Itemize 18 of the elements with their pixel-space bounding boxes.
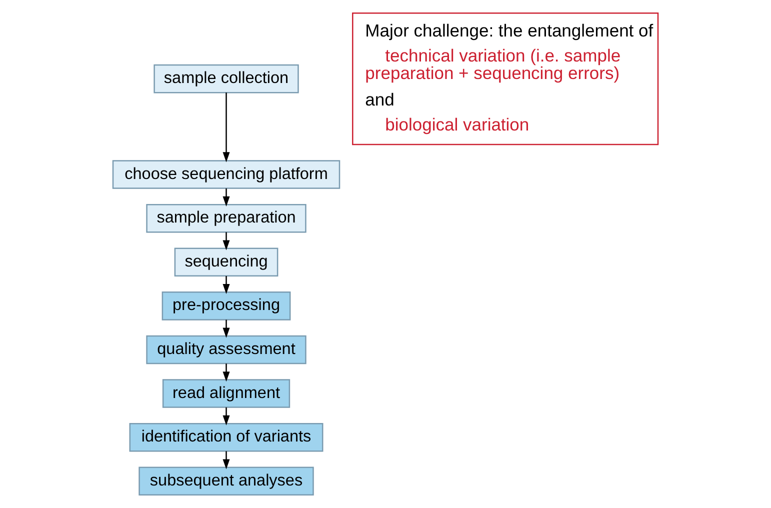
node-box: subsequent analyses [138, 466, 314, 496]
node-box: quality assessment [146, 335, 306, 364]
arrow [222, 232, 230, 250]
node-box: choose sequencing platform [112, 160, 340, 189]
node-box: Major challenge: the entanglement of technical variation (i.e. sample preparation + sequencing errors) and biological variation [352, 12, 659, 146]
node-box: identification of variants [129, 422, 324, 452]
node-box: read alignment [162, 379, 290, 408]
arrow [222, 364, 230, 382]
arrow [222, 407, 230, 426]
node-box: sample preparation [146, 204, 306, 233]
arrow [222, 276, 230, 294]
arrow [222, 451, 230, 470]
arrow [222, 320, 230, 338]
arrow [222, 188, 230, 206]
node-box: sample collection [154, 64, 299, 94]
node-box: pre-processing [162, 292, 291, 320]
node-box: sequencing [174, 248, 278, 277]
arrow [222, 92, 230, 162]
